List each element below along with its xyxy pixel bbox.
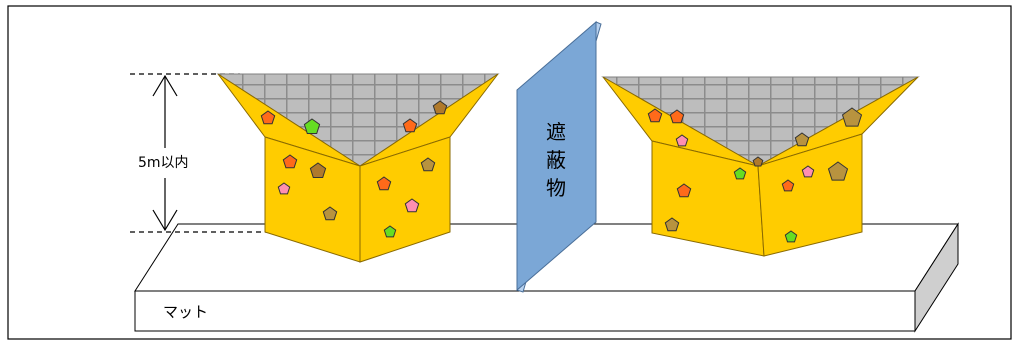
mat-label: マット [163, 303, 208, 321]
climbing-hold [733, 167, 747, 180]
climbing-hold [827, 161, 849, 181]
climbing-hold [420, 157, 436, 172]
climbing-hold [752, 156, 764, 167]
climbing-hold [303, 118, 321, 134]
climbing-hold [309, 162, 327, 178]
climbing-hold [794, 132, 810, 147]
climbing-hold [376, 176, 392, 191]
climbing-hold [282, 154, 298, 169]
climbing-hold [647, 108, 663, 123]
climbing-hold [781, 179, 795, 192]
climbing-wall-left [216, 73, 500, 263]
climbing-hold [664, 217, 680, 232]
arrow-down-icon [152, 209, 178, 232]
arrow-up-icon [152, 74, 178, 97]
barrier-label-char-2: 蔽 [546, 148, 566, 172]
climbing-hold [784, 230, 798, 243]
climbing-hold [801, 165, 815, 178]
climbing-hold [432, 100, 448, 115]
right-wall-holds [647, 107, 863, 243]
barrier-label-char-1: 遮 [546, 120, 566, 144]
height-label: 5m以内 [138, 155, 189, 171]
climbing-hold [841, 107, 863, 127]
barrier: 遮 蔽 物 [516, 20, 602, 293]
barrier-face [516, 20, 597, 292]
climbing-hold [675, 134, 689, 147]
climbing-hold [260, 110, 276, 125]
climbing-hold [383, 225, 397, 238]
left-wall-holds [260, 100, 448, 238]
climbing-hold [322, 206, 338, 221]
climbing-hold [402, 118, 418, 133]
climbing-hold [669, 109, 685, 124]
climbing-hold [404, 198, 420, 213]
climbing-wall-right [601, 76, 920, 257]
barrier-label-char-3: 物 [546, 176, 566, 200]
climbing-hold [277, 182, 291, 195]
climbing-hold [676, 183, 692, 198]
outer-frame [7, 5, 1012, 340]
mat-front [134, 290, 916, 332]
